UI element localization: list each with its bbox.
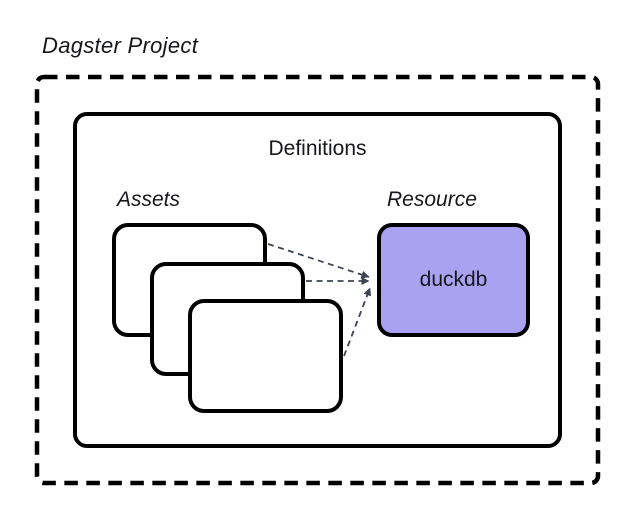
diagram-title: Dagster Project <box>42 33 199 58</box>
definitions-container-box <box>73 112 562 448</box>
resource-label: Resource <box>387 188 477 211</box>
resource-node-label: duckdb <box>419 268 488 291</box>
connector-asset1-to-resource <box>267 243 370 279</box>
resource-node-duckdb: duckdb <box>377 223 530 337</box>
assets-label: Assets <box>117 188 181 211</box>
definitions-label: Definitions <box>268 137 367 160</box>
project-boundary-dashed-box <box>34 74 601 486</box>
connector-asset3-to-resource <box>343 287 372 357</box>
asset-node-3 <box>188 299 343 413</box>
